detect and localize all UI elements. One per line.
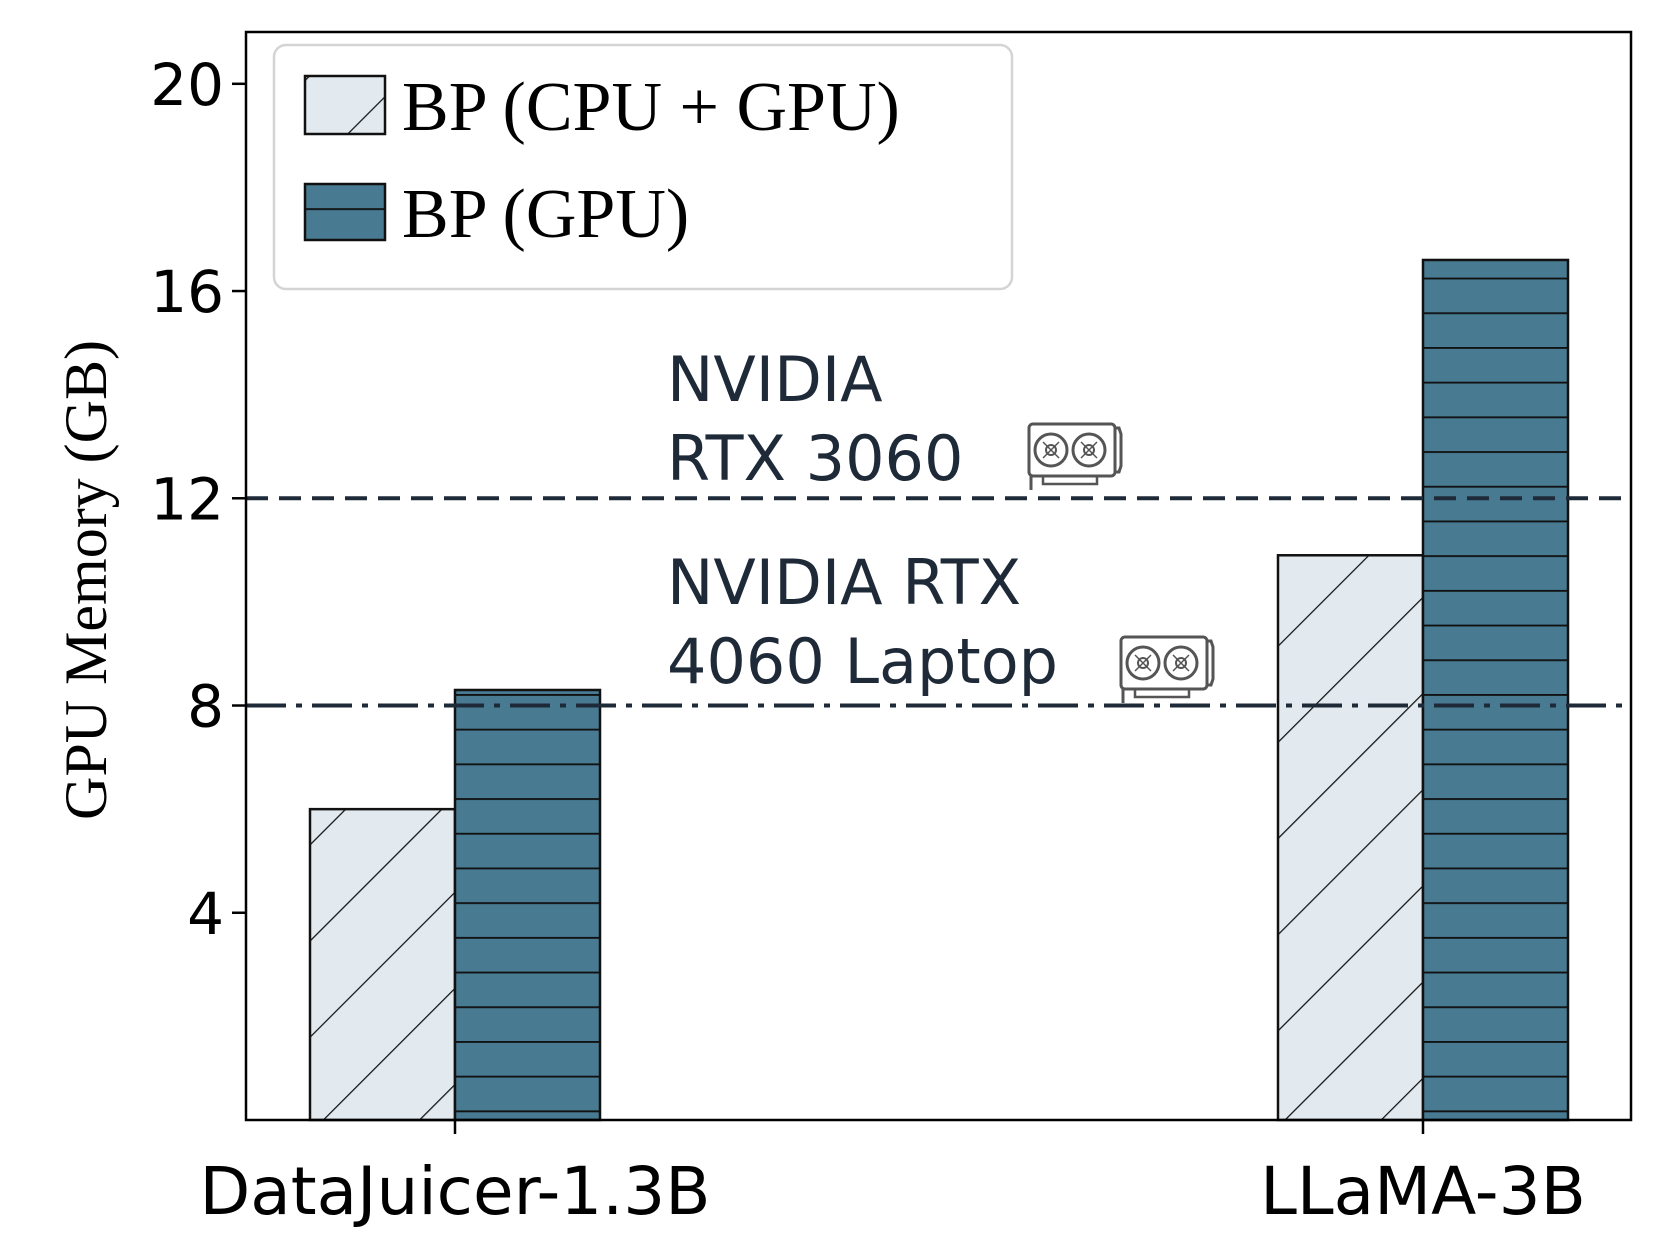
reference-lines-layer — [246, 496, 1631, 708]
y-axis: 4 8 12 16 20 — [150, 51, 246, 948]
bar-bp-gpu-datajuicer-1-3b — [453, 688, 602, 1122]
bars-layer — [308, 258, 1570, 1122]
y-tick-label: 4 — [187, 880, 224, 948]
annotation-8gb-line-2: 4060 Laptop — [667, 625, 1058, 698]
bar-bp-cpu-gpu-llama-3b — [1276, 554, 1425, 1122]
plot-frame — [244, 30, 1633, 1122]
annotation-12gb-line-2: RTX 3060 — [667, 422, 963, 495]
y-axis-label: GPU Memory (GB) — [53, 340, 119, 820]
gpu-card-icon — [1027, 422, 1123, 492]
bar-bp-cpu-gpu-datajuicer-1-3b — [308, 807, 457, 1122]
bar-bp-gpu-llama-3b — [1421, 258, 1570, 1122]
legend-swatch-cpu-gpu — [303, 74, 387, 136]
y-tick-label: 20 — [150, 51, 224, 119]
y-tick-label: 16 — [150, 258, 224, 326]
legend-label-gpu: BP (GPU) — [402, 176, 689, 253]
x-tick-label-datajuicer-1-3b: DataJuicer-1.3B — [199, 1153, 710, 1230]
y-tick-label: 12 — [150, 465, 224, 533]
x-axis: DataJuicer-1.3B LLaMA-3B — [199, 1120, 1586, 1230]
y-tick-label: 8 — [187, 673, 224, 741]
legend-swatch-gpu — [303, 182, 387, 242]
gpu-card-icon — [1119, 635, 1215, 705]
annotation-8gb-line-1: NVIDIA RTX — [667, 546, 1021, 619]
legend: BP (CPU + GPU) BP (GPU) — [272, 43, 1014, 291]
annotation-12gb-line-1: NVIDIA — [667, 343, 883, 416]
x-tick-label-llama-3b: LLaMA-3B — [1260, 1153, 1586, 1230]
legend-label-cpu-gpu: BP (CPU + GPU) — [402, 69, 900, 146]
legend-box — [272, 43, 1014, 291]
